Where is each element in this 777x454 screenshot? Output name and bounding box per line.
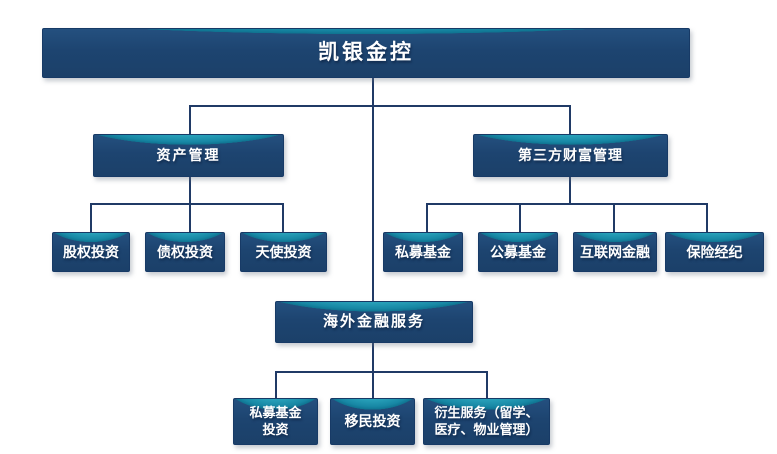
connector-overseas-down xyxy=(372,342,374,373)
org-node-label-line2: 医疗、物业管理） xyxy=(434,421,539,437)
org-node-label: 公募基金 xyxy=(490,243,546,260)
org-node-asset-management: 资产管理 xyxy=(93,134,284,177)
org-node-root: 凯银金控 xyxy=(42,28,690,78)
org-node-private-fund-investment: 私募基金 投资 xyxy=(233,398,318,445)
org-node-label: 互联网金融 xyxy=(580,243,650,260)
org-node-label-line2: 投资 xyxy=(262,421,289,437)
connector-wealth-down xyxy=(569,176,571,205)
connector-left-horizontal xyxy=(90,203,284,205)
connector-bottom-drop-1 xyxy=(275,371,277,399)
org-node-public-fund: 公募基金 xyxy=(478,232,558,272)
org-node-angel-investment: 天使投资 xyxy=(240,232,327,272)
org-node-label: 第三方财富管理 xyxy=(518,147,623,164)
connector-right-drop-2 xyxy=(519,203,521,233)
connector-bottom-drop-3 xyxy=(486,371,488,399)
connector-right-drop-1 xyxy=(426,203,428,233)
org-node-label-line1: 衍生服务（留学、 xyxy=(434,404,539,420)
connector-level2-horizontal xyxy=(189,105,571,107)
org-node-equity-investment: 股权投资 xyxy=(52,232,130,272)
org-node-private-fund: 私募基金 xyxy=(383,232,463,272)
org-node-immigration-investment: 移民投资 xyxy=(330,398,415,445)
org-node-label-line1: 私募基金 xyxy=(249,404,302,420)
connector-bottom-horizontal xyxy=(275,371,488,373)
org-node-debt-investment: 债权投资 xyxy=(145,232,225,272)
connector-root-vertical xyxy=(372,78,374,302)
connector-asset-down xyxy=(189,176,191,205)
org-node-label: 股权投资 xyxy=(63,243,119,260)
connector-left-drop-2 xyxy=(189,203,191,233)
org-node-label: 天使投资 xyxy=(255,243,312,260)
org-node-root-label: 凯银金控 xyxy=(318,41,414,65)
org-node-derivative-services: 衍生服务（留学、 医疗、物业管理） xyxy=(423,398,550,445)
org-node-insurance-brokerage: 保险经纪 xyxy=(665,232,764,272)
org-node-label: 移民投资 xyxy=(344,413,401,430)
connector-asset-drop xyxy=(189,105,191,135)
org-node-internet-finance: 互联网金融 xyxy=(573,232,657,272)
org-node-label: 债权投资 xyxy=(157,243,213,260)
connector-right-drop-4 xyxy=(706,203,708,233)
org-node-label: 保险经纪 xyxy=(686,243,743,260)
org-node-label: 私募基金 xyxy=(395,243,451,260)
org-node-label: 资产管理 xyxy=(156,147,221,164)
org-node-overseas-financial-services: 海外金融服务 xyxy=(275,301,473,343)
connector-bottom-drop-2 xyxy=(372,371,374,399)
connector-left-drop-1 xyxy=(90,203,92,233)
connector-right-horizontal xyxy=(426,203,708,205)
connector-left-drop-3 xyxy=(282,203,284,233)
connector-wealth-drop xyxy=(569,105,571,135)
connector-right-drop-3 xyxy=(613,203,615,233)
org-node-label: 海外金融服务 xyxy=(322,313,425,331)
org-node-third-party-wealth: 第三方财富管理 xyxy=(473,134,668,177)
